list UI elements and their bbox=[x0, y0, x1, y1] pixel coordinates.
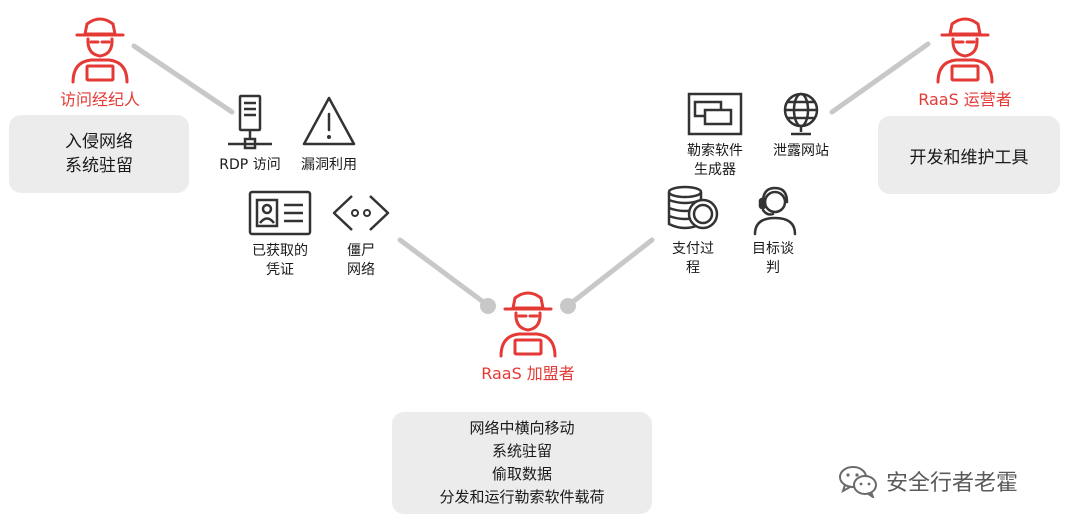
operator-activities-box: 开发和维护工具 bbox=[878, 116, 1060, 194]
tool-label: 僵尸 网络 bbox=[347, 243, 375, 278]
tool-exploit: 漏洞利用 bbox=[274, 92, 384, 175]
tool-negotiation: 目标谈 判 bbox=[718, 184, 828, 278]
tool-botnet: 僵尸 网络 bbox=[306, 188, 416, 280]
tool-credentials: 已获取的 凭证 bbox=[225, 188, 335, 280]
tool-builder: 勒索软件 生成器 bbox=[660, 90, 770, 180]
tool-label: 勒索软件 生成器 bbox=[687, 143, 743, 178]
tool-label: 已获取的 凭证 bbox=[252, 243, 308, 278]
hacker-icon bbox=[71, 17, 129, 84]
affiliate-activity: 系统驻留 bbox=[491, 442, 552, 460]
affiliate-activity: 分发和运行勒索软件载荷 bbox=[439, 488, 605, 506]
operator-activity: 开发和维护工具 bbox=[909, 147, 1029, 168]
coins-icon bbox=[667, 185, 719, 230]
tool-label: RDP 访问 bbox=[219, 157, 281, 173]
broker-label: 访问经纪人 bbox=[59, 90, 140, 109]
affiliate-label: RaaS 加盟者 bbox=[481, 364, 575, 383]
wechat-icon bbox=[839, 466, 877, 498]
connector-dot-right bbox=[560, 298, 576, 314]
broker-activity: 入侵网络 bbox=[65, 132, 133, 152]
broker-activity: 系统驻留 bbox=[65, 156, 133, 176]
broker-activities-box: 入侵网络 系统驻留 bbox=[9, 115, 189, 193]
hacker-icon bbox=[936, 17, 994, 84]
warning-triangle-icon bbox=[302, 96, 356, 146]
tool-leak-site: 泄露网站 bbox=[746, 90, 856, 161]
headset-person-icon bbox=[753, 186, 797, 236]
server-icon bbox=[228, 94, 272, 150]
affiliate-activities-box: 网络中横向移动 系统驻留 偷取数据 分发和运行勒索软件载荷 bbox=[392, 412, 652, 514]
broker-connector bbox=[131, 43, 235, 115]
tool-label: 支付过 程 bbox=[672, 241, 714, 276]
id-card-icon bbox=[248, 190, 312, 236]
watermark-text: 安全行者老霍 bbox=[886, 471, 1019, 496]
tool-label: 漏洞利用 bbox=[301, 157, 357, 173]
access-broker: 访问经纪人 bbox=[30, 10, 170, 110]
affiliate-activity: 偷取数据 bbox=[491, 465, 552, 483]
operator-connector bbox=[829, 41, 931, 115]
globe-monitor-icon bbox=[783, 92, 819, 136]
operator-label: RaaS 运营者 bbox=[918, 90, 1012, 109]
tool-rdp-access: RDP 访问 bbox=[195, 92, 305, 175]
botnet-code-icon bbox=[332, 195, 390, 231]
tool-payment: 支付过 程 bbox=[638, 184, 748, 278]
affiliate-right-connector bbox=[567, 237, 655, 307]
tool-label: 泄露网站 bbox=[773, 143, 829, 159]
hacker-icon bbox=[499, 291, 557, 358]
affiliate-left-connector bbox=[397, 237, 489, 307]
affiliate-activity: 网络中横向移动 bbox=[469, 419, 575, 437]
watermark: 安全行者老霍 bbox=[838, 464, 1018, 498]
raas-operator: RaaS 运营者 bbox=[895, 10, 1035, 110]
builder-window-icon bbox=[687, 92, 743, 136]
tool-label: 目标谈 判 bbox=[752, 241, 794, 276]
raas-affiliate: RaaS 加盟者 bbox=[458, 284, 598, 384]
connector-dot-left bbox=[480, 298, 496, 314]
